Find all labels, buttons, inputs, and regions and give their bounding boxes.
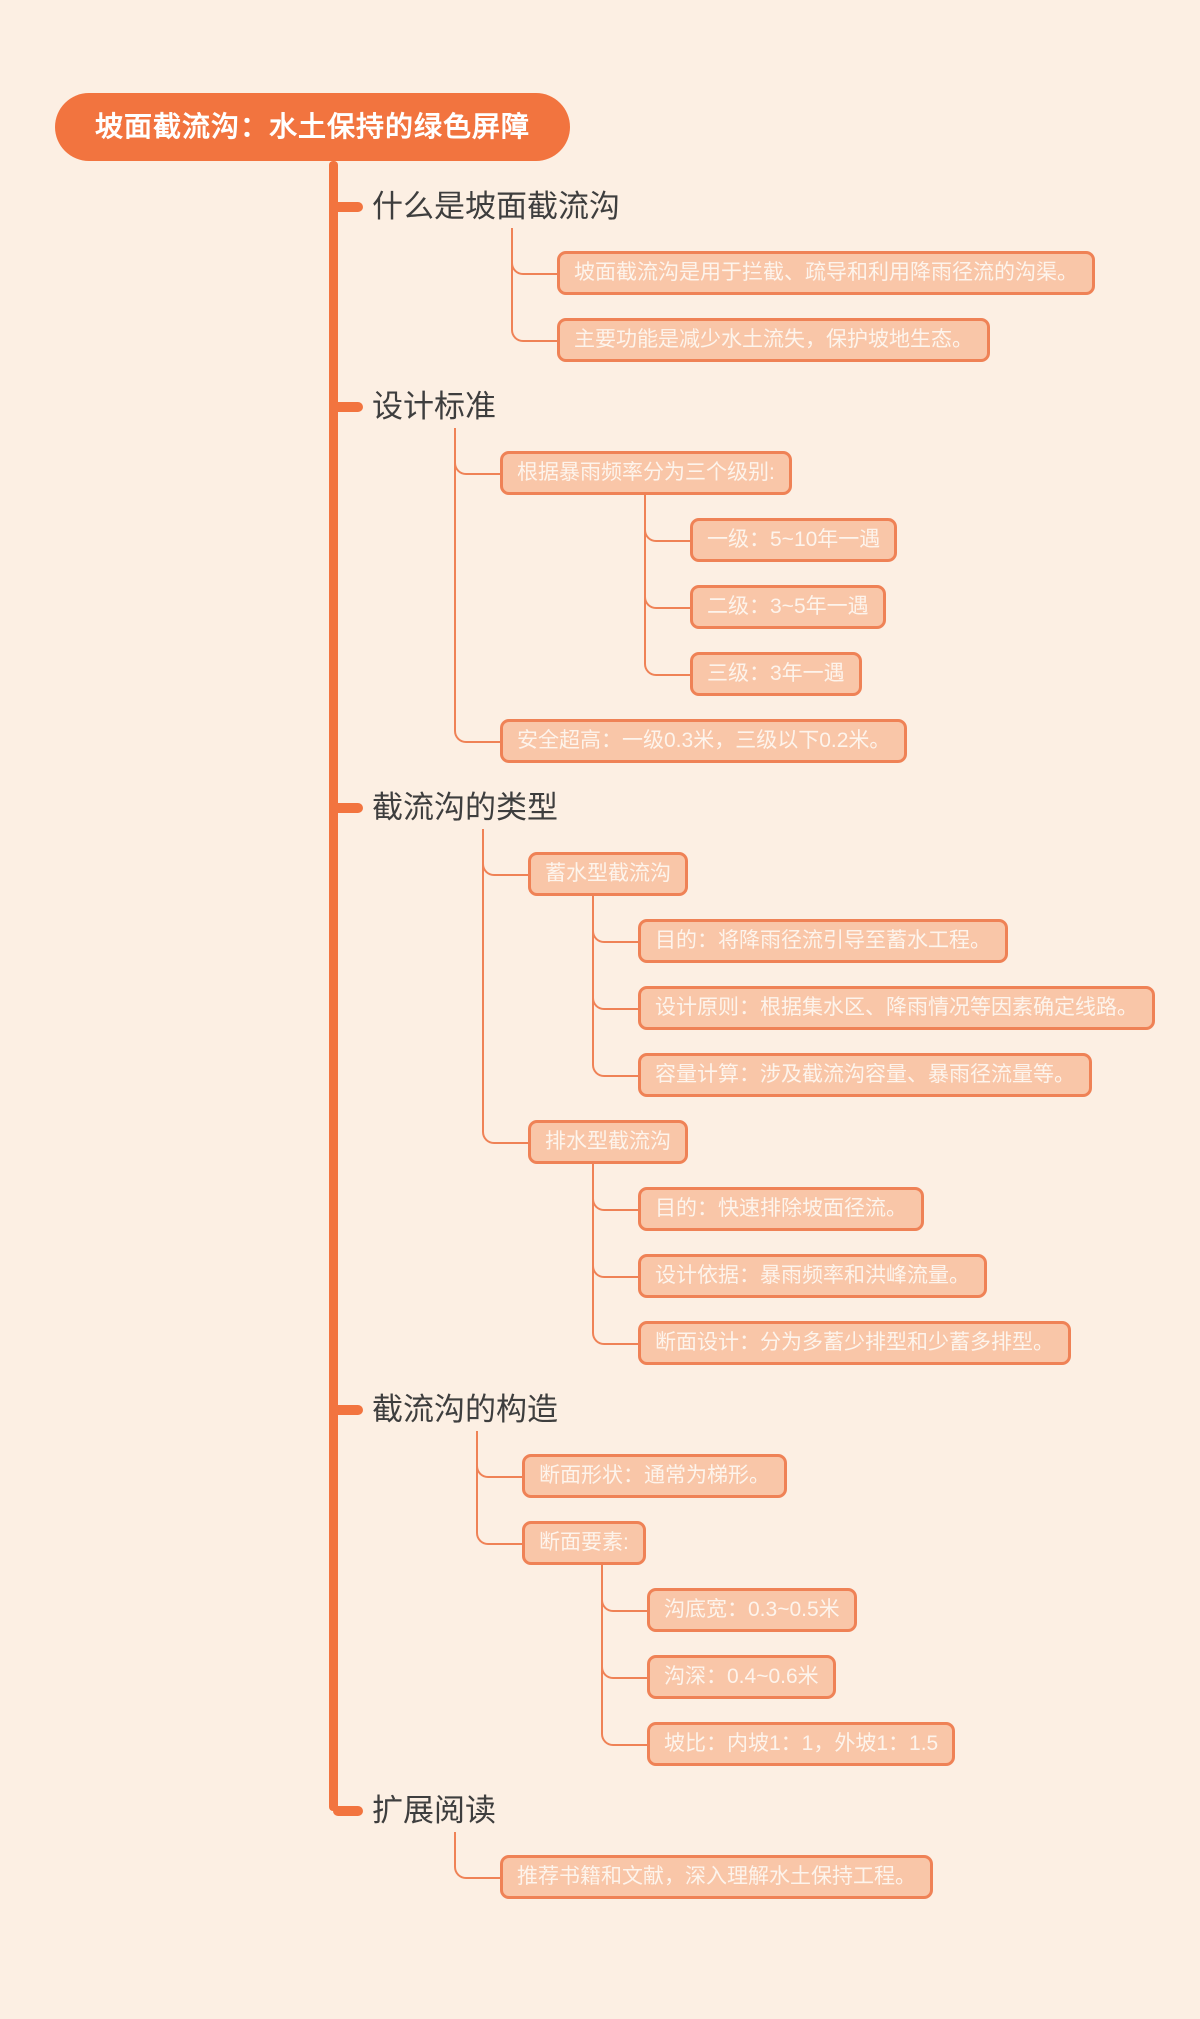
- trunk-line: [329, 161, 338, 1811]
- node-children: 沟底宽：0.3~0.5米沟深：0.4~0.6米坡比：内坡1：1，外坡1：1.5: [601, 1565, 1200, 1766]
- mindmap-node: 主要功能是减少水土流失，保护坡地生态。: [511, 295, 1200, 362]
- mindmap-node: 坡比：内坡1：1，外坡1：1.5: [601, 1699, 1200, 1766]
- node-box[interactable]: 安全超高：一级0.3米，三级以下0.2米。: [500, 719, 908, 763]
- mindmap-node: 断面要素:沟底宽：0.3~0.5米沟深：0.4~0.6米坡比：内坡1：1，外坡1…: [476, 1498, 1200, 1766]
- node-box[interactable]: 设计原则：根据集水区、降雨情况等因素确定线路。: [638, 986, 1155, 1030]
- mindmap-node: 设计原则：根据集水区、降雨情况等因素确定线路。: [592, 963, 1200, 1030]
- node-box[interactable]: 断面要素:: [522, 1521, 646, 1565]
- node-box[interactable]: 目的：快速排除坡面径流。: [638, 1187, 924, 1231]
- branch-head: 设计标准: [333, 386, 1200, 428]
- node-box[interactable]: 推荐书籍和文献，深入理解水土保持工程。: [500, 1855, 933, 1899]
- branch-children: 推荐书籍和文献，深入理解水土保持工程。: [454, 1832, 1200, 1899]
- mindmap-node: 容量计算：涉及截流沟容量、暴雨径流量等。: [592, 1030, 1200, 1097]
- node-box[interactable]: 二级：3~5年一遇: [690, 585, 886, 629]
- branch-connector-stub: [333, 402, 363, 412]
- node-box[interactable]: 断面形状：通常为梯形。: [522, 1454, 787, 1498]
- mindmap-node: 推荐书籍和文献，深入理解水土保持工程。: [454, 1832, 1200, 1899]
- branch-title[interactable]: 截流沟的构造: [372, 1392, 558, 1427]
- root-topic[interactable]: 坡面截流沟：水土保持的绿色屏障: [55, 93, 571, 161]
- branch-connector-stub: [333, 202, 363, 212]
- mindmap-node: 沟深：0.4~0.6米: [601, 1632, 1200, 1699]
- branch-head: 截流沟的构造: [333, 1389, 1200, 1431]
- branch-section: 截流沟的构造断面形状：通常为梯形。断面要素:沟底宽：0.3~0.5米沟深：0.4…: [333, 1389, 1200, 1766]
- mindmap-node: 沟底宽：0.3~0.5米: [601, 1565, 1200, 1632]
- branch-section: 什么是坡面截流沟坡面截流沟是用于拦截、疏导和利用降雨径流的沟渠。主要功能是减少水…: [333, 186, 1200, 362]
- mindmap-node: 安全超高：一级0.3米，三级以下0.2米。: [454, 696, 1200, 763]
- branch-children: 断面形状：通常为梯形。断面要素:沟底宽：0.3~0.5米沟深：0.4~0.6米坡…: [476, 1431, 1200, 1766]
- mindmap-node: 一级：5~10年一遇: [644, 495, 1200, 562]
- node-box[interactable]: 坡比：内坡1：1，外坡1：1.5: [647, 1722, 956, 1766]
- node-box[interactable]: 设计依据：暴雨频率和洪峰流量。: [638, 1254, 987, 1298]
- branch-section: 设计标准根据暴雨频率分为三个级别:一级：5~10年一遇二级：3~5年一遇三级：3…: [333, 386, 1200, 763]
- branch-head: 截流沟的类型: [333, 787, 1200, 829]
- mindmap-node: 断面设计：分为多蓄少排型和少蓄多排型。: [592, 1298, 1200, 1365]
- node-children: 目的：将降雨径流引导至蓄水工程。设计原则：根据集水区、降雨情况等因素确定线路。容…: [592, 896, 1200, 1097]
- mindmap-node: 根据暴雨频率分为三个级别:一级：5~10年一遇二级：3~5年一遇三级：3年一遇: [454, 428, 1200, 696]
- branch-head: 扩展阅读: [333, 1790, 1200, 1832]
- node-box[interactable]: 沟底宽：0.3~0.5米: [647, 1588, 857, 1632]
- branch-children: 蓄水型截流沟目的：将降雨径流引导至蓄水工程。设计原则：根据集水区、降雨情况等因素…: [482, 829, 1200, 1365]
- node-children: 目的：快速排除坡面径流。设计依据：暴雨频率和洪峰流量。断面设计：分为多蓄少排型和…: [592, 1164, 1200, 1365]
- branch-connector-stub: [333, 1806, 363, 1816]
- node-children: 一级：5~10年一遇二级：3~5年一遇三级：3年一遇: [644, 495, 1200, 696]
- node-box[interactable]: 排水型截流沟: [528, 1120, 688, 1164]
- node-box[interactable]: 坡面截流沟是用于拦截、疏导和利用降雨径流的沟渠。: [557, 251, 1095, 295]
- node-box[interactable]: 目的：将降雨径流引导至蓄水工程。: [638, 919, 1008, 963]
- node-box[interactable]: 根据暴雨频率分为三个级别:: [500, 451, 792, 495]
- branch-connector-stub: [333, 1405, 363, 1415]
- mindmap-node: 设计依据：暴雨频率和洪峰流量。: [592, 1231, 1200, 1298]
- branch-children: 坡面截流沟是用于拦截、疏导和利用降雨径流的沟渠。主要功能是减少水土流失，保护坡地…: [511, 228, 1200, 362]
- node-box[interactable]: 容量计算：涉及截流沟容量、暴雨径流量等。: [638, 1053, 1092, 1097]
- mindmap-node: 坡面截流沟是用于拦截、疏导和利用降雨径流的沟渠。: [511, 228, 1200, 295]
- node-box[interactable]: 蓄水型截流沟: [528, 852, 688, 896]
- mindmap-node: 蓄水型截流沟目的：将降雨径流引导至蓄水工程。设计原则：根据集水区、降雨情况等因素…: [482, 829, 1200, 1097]
- branches-container: 什么是坡面截流沟坡面截流沟是用于拦截、疏导和利用降雨径流的沟渠。主要功能是减少水…: [0, 161, 1200, 1899]
- mindmap-node: 断面形状：通常为梯形。: [476, 1431, 1200, 1498]
- mindmap-node: 二级：3~5年一遇: [644, 562, 1200, 629]
- branch-section: 扩展阅读推荐书籍和文献，深入理解水土保持工程。: [333, 1790, 1200, 1899]
- node-box[interactable]: 主要功能是减少水土流失，保护坡地生态。: [557, 318, 990, 362]
- branch-section: 截流沟的类型蓄水型截流沟目的：将降雨径流引导至蓄水工程。设计原则：根据集水区、降…: [333, 787, 1200, 1365]
- node-box[interactable]: 断面设计：分为多蓄少排型和少蓄多排型。: [638, 1321, 1071, 1365]
- node-box[interactable]: 一级：5~10年一遇: [690, 518, 898, 562]
- mindmap-node: 目的：快速排除坡面径流。: [592, 1164, 1200, 1231]
- mindmap-node: 三级：3年一遇: [644, 629, 1200, 696]
- branch-children: 根据暴雨频率分为三个级别:一级：5~10年一遇二级：3~5年一遇三级：3年一遇安…: [454, 428, 1200, 763]
- mindmap-node: 目的：将降雨径流引导至蓄水工程。: [592, 896, 1200, 963]
- mindmap-node: 排水型截流沟目的：快速排除坡面径流。设计依据：暴雨频率和洪峰流量。断面设计：分为…: [482, 1097, 1200, 1365]
- node-box[interactable]: 三级：3年一遇: [690, 652, 862, 696]
- branch-title[interactable]: 扩展阅读: [372, 1793, 496, 1828]
- branch-title[interactable]: 什么是坡面截流沟: [372, 189, 620, 224]
- branch-title[interactable]: 设计标准: [372, 389, 496, 424]
- branch-head: 什么是坡面截流沟: [333, 186, 1200, 228]
- node-box[interactable]: 沟深：0.4~0.6米: [647, 1655, 836, 1699]
- branch-connector-stub: [333, 803, 363, 813]
- branch-title[interactable]: 截流沟的类型: [372, 790, 558, 825]
